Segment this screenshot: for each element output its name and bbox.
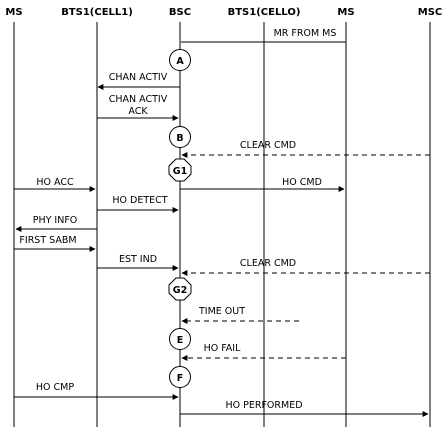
msg-label-chan-activ-ack-line1: CHAN ACTIV <box>109 94 168 105</box>
state-g1-shape <box>168 158 192 182</box>
participant-bts1-cell1: BTS1(CELL1) <box>61 7 133 18</box>
participant-ms-right: MS <box>337 7 354 18</box>
state-marker-g1: G1 <box>168 158 192 182</box>
msg-label-est-ind: EST IND <box>119 254 157 265</box>
state-b-shape <box>169 126 191 148</box>
msg-label-ho-cmp: HO CMP <box>36 382 74 393</box>
state-marker-b: B <box>169 126 191 148</box>
lifelines <box>13 22 431 427</box>
msg-label-mr-from-ms: MR FROM MS <box>274 28 337 39</box>
message-arrows <box>14 41 430 417</box>
msg-label-ho-performed: HO PERFORMED <box>225 400 302 411</box>
state-f-shape <box>169 366 191 388</box>
state-a-shape <box>169 49 191 71</box>
state-marker-f: F <box>169 366 191 388</box>
state-g2-shape <box>168 277 192 301</box>
msg-label-chan-activ-ack-line2: ACK <box>128 106 148 117</box>
msg-label-time-out: TIME OUT <box>198 306 245 317</box>
state-e-label: E <box>177 335 184 346</box>
state-g1-label: G1 <box>173 166 187 177</box>
state-f-label: F <box>177 373 184 384</box>
state-b-label: B <box>176 133 183 144</box>
msg-label-clear-cmd-1: CLEAR CMD <box>240 140 296 151</box>
msg-label-chan-activ: CHAN ACTIV <box>109 72 168 83</box>
participant-msc: MSC <box>418 7 443 18</box>
state-marker-g2: G2 <box>168 277 192 301</box>
msg-label-clear-cmd-2: CLEAR CMD <box>240 258 296 269</box>
msg-label-first-sabm: FIRST SABM <box>19 235 76 246</box>
state-e-shape <box>169 328 191 350</box>
state-marker-a: A <box>169 49 191 71</box>
state-a-label: A <box>176 56 184 67</box>
msg-label-ho-acc: HO ACC <box>36 177 74 188</box>
msg-label-ho-fail: HO FAIL <box>204 343 242 354</box>
state-marker-e: E <box>169 328 191 350</box>
msg-label-ho-cmd: HO CMD <box>282 177 322 188</box>
participant-bts1-cello: BTS1(CELLO) <box>228 7 301 18</box>
participant-bsc: BSC <box>169 7 191 18</box>
msg-label-ho-detect: HO DETECT <box>112 195 167 206</box>
participant-ms-left: MS <box>5 7 22 18</box>
state-g2-label: G2 <box>173 285 187 296</box>
msg-label-phy-info: PHY INFO <box>33 215 78 226</box>
